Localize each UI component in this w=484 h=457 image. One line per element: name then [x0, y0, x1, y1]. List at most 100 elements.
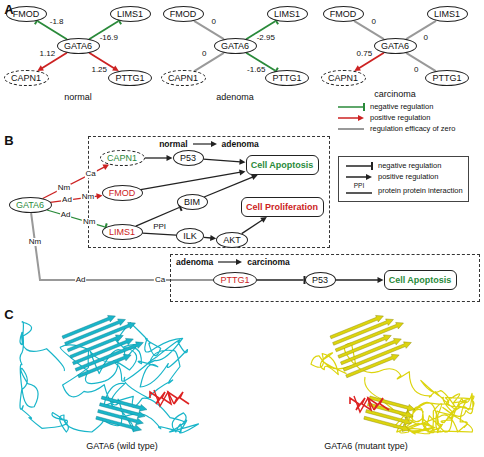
node-label: PTTG1 — [115, 73, 144, 83]
node-label: FMOD — [13, 9, 40, 19]
panel-label: carcinoma — [374, 89, 416, 99]
legend-sample — [336, 103, 366, 111]
legend: negative regulationpositive regulationPP… — [338, 156, 469, 202]
legend-text: negative regulation — [378, 161, 441, 170]
node-label: LIMS1 — [109, 227, 135, 237]
node-label: PTTG1 — [432, 73, 461, 83]
gene-ellipse: FMOD — [102, 185, 143, 201]
edge-label: 0 — [413, 66, 419, 74]
gene-ellipse: PTTG1 — [425, 70, 469, 86]
gene-ellipse: LIMS1 — [110, 6, 151, 22]
legend-row: PPI protein protein interaction — [344, 182, 463, 198]
edge-label: 1.25 — [90, 66, 108, 74]
node-label: FMOD — [109, 188, 136, 198]
legend-row: positive regulation — [344, 171, 463, 182]
regulation-connector — [145, 155, 173, 161]
stage-label: adenoma — [175, 257, 214, 267]
stage-header: normal adenoma — [93, 139, 325, 149]
edge-label: -16.9 — [99, 34, 119, 42]
regulation-connector — [194, 53, 224, 71]
edge-label: 1.12 — [39, 50, 57, 58]
gene-ellipse: P53 — [305, 272, 336, 288]
gene-ellipse: ILK — [176, 228, 204, 244]
gene-ellipse: P53 — [173, 150, 204, 166]
stage-header: adenoma carcinoma — [175, 257, 475, 267]
edge-label: Nm — [81, 193, 95, 201]
legend-text: negative regulation — [370, 102, 433, 111]
edge-tag: Ad — [75, 276, 87, 284]
gene-ellipse: GATA6 — [9, 197, 52, 213]
protein-ribbon — [311, 307, 474, 434]
node-label: CAPN1 — [168, 73, 198, 83]
node-label: LIMS1 — [117, 9, 143, 19]
legend-sample — [344, 173, 374, 181]
regulation-connector — [354, 21, 384, 39]
panel-label: GATA6 (mutant type) — [324, 441, 408, 451]
panel-label: adenoma — [216, 92, 254, 102]
gene-ellipse: FMOD — [163, 6, 204, 22]
edge-label: 0 — [210, 18, 216, 26]
edge-label: Ca — [154, 276, 166, 284]
gene-ellipse: LIMS1 — [427, 6, 468, 22]
legend-row: positive regulation — [336, 112, 455, 123]
process-box: Cell Apoptosis — [384, 270, 457, 290]
regulation-connector — [50, 193, 102, 202]
ppi-label: PPI — [354, 182, 364, 189]
panel-letter: B — [4, 133, 13, 148]
stage-box: normal adenomaCAPN1FMOD LIMS1 P53BIM ILK AKT C… — [88, 136, 330, 248]
node-label: FMOD — [170, 9, 197, 19]
stage-label: normal — [158, 139, 188, 149]
gene-ellipse: CAPN1 — [4, 70, 49, 86]
node-label: GATA6 — [381, 41, 409, 51]
regulation-connector — [31, 213, 213, 280]
node-label: FMOD — [330, 9, 357, 19]
edge-label: 0 — [370, 18, 376, 26]
node-label: CAPN1 — [107, 153, 137, 163]
gene-ellipse: AKT — [216, 232, 248, 248]
panel-letter: C — [4, 307, 13, 322]
edge-tag: Nm — [57, 184, 71, 192]
legend-sample — [336, 114, 366, 122]
stage-label: carcinoma — [246, 257, 291, 267]
regulation-connector — [242, 217, 267, 234]
edge-label: 0 — [201, 50, 207, 58]
stage-label: adenoma — [221, 139, 260, 149]
gene-ellipse: CAPN1 — [321, 70, 366, 86]
ligand — [350, 396, 389, 412]
node-label: CAPN1 — [328, 73, 358, 83]
regulation-connector — [142, 233, 176, 235]
edge-tag: Nm — [28, 238, 42, 246]
legend-sample — [336, 125, 366, 133]
ligand — [150, 390, 189, 406]
stage-arrow — [192, 140, 218, 148]
gene-ellipse: PTTG1 — [213, 272, 257, 288]
edge-label: -2.95 — [256, 34, 276, 42]
stage-box: adenoma carcinomaPTTG1 P53 Cell Apoptosis — [170, 254, 480, 302]
legend-text: protein protein interaction — [378, 186, 463, 195]
panel-letter: A — [4, 2, 13, 17]
gene-ellipse: LIMS1 — [267, 6, 308, 22]
gene-ellipse: GATA6 — [214, 38, 257, 54]
node-label: P53 — [312, 275, 328, 285]
edge-label: 0.75 — [356, 50, 374, 58]
regulation-connector — [47, 210, 107, 231]
node-label: Cell Apoptosis — [389, 275, 452, 285]
edge-label: -1.65 — [246, 66, 266, 74]
regulation-connector — [257, 276, 305, 284]
node-label: BIM — [184, 197, 200, 207]
regulation-connector — [406, 21, 436, 39]
panel-label: normal — [64, 92, 92, 102]
regulation-connector — [35, 17, 67, 39]
node-label: GATA6 — [221, 41, 249, 51]
gene-ellipse: LIMS1 — [102, 224, 143, 240]
node-label: GATA6 — [64, 41, 92, 51]
edge-label: Nm — [82, 218, 96, 226]
edge-tag: Ad — [60, 211, 72, 219]
legend-row: regulation efficacy of zero — [336, 123, 455, 134]
legend-row: negative regulation — [336, 101, 455, 112]
regulation-connector — [336, 277, 384, 283]
node-label: Cell Apoptosis — [251, 160, 314, 170]
legend-sample — [344, 162, 374, 170]
gene-ellipse: FMOD — [323, 6, 364, 22]
